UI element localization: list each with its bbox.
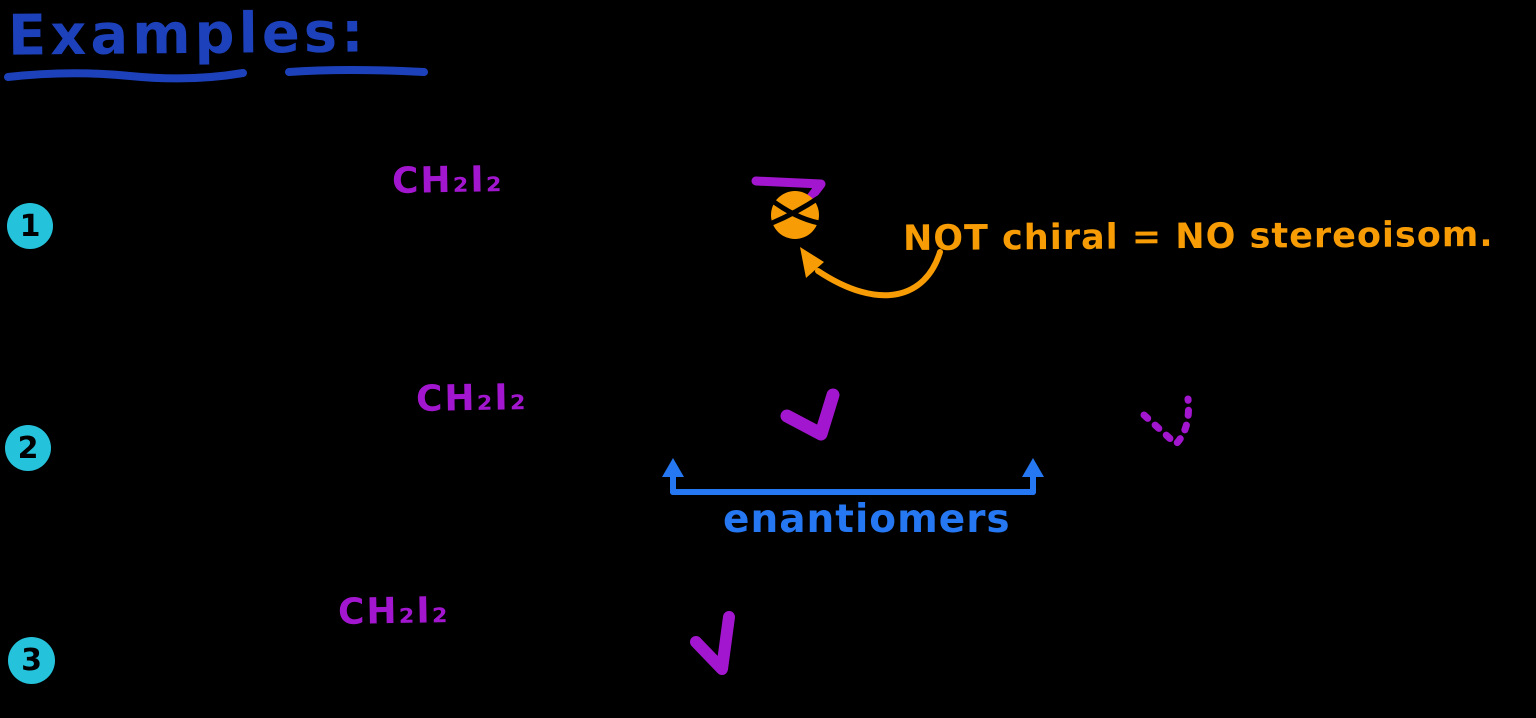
dashed-checkmark-icon bbox=[1140, 395, 1192, 449]
not-chiral-annotation: NOT chiral = NO stereoisom. bbox=[902, 214, 1494, 260]
reagent-label-3: CH₂I₂ bbox=[337, 590, 450, 633]
page-title: Examples: bbox=[7, 0, 368, 69]
example-1-number: 1 bbox=[19, 208, 41, 244]
up-arrow-icon bbox=[662, 458, 684, 477]
enantiomers-label: enantiomers bbox=[723, 497, 1011, 542]
example-2-number: 2 bbox=[17, 430, 39, 466]
up-arrow-icon bbox=[1022, 458, 1044, 477]
example-3-number-badge: 3 bbox=[8, 637, 55, 684]
enantiomers-bracket bbox=[662, 458, 1044, 495]
example-1-number-badge: 1 bbox=[7, 203, 53, 249]
reagent-label-2: CH₂I₂ bbox=[415, 377, 528, 420]
solid-checkmark-icon bbox=[780, 388, 840, 441]
example-2-number-badge: 2 bbox=[5, 425, 51, 471]
solid-checkmark-icon bbox=[690, 611, 735, 675]
title-underline bbox=[4, 66, 428, 83]
pointer-mark-icon bbox=[751, 176, 826, 218]
reagent-label-1: CH₂I₂ bbox=[391, 159, 504, 202]
circle-cross-icon bbox=[767, 191, 823, 239]
example-3-number: 3 bbox=[21, 643, 42, 678]
